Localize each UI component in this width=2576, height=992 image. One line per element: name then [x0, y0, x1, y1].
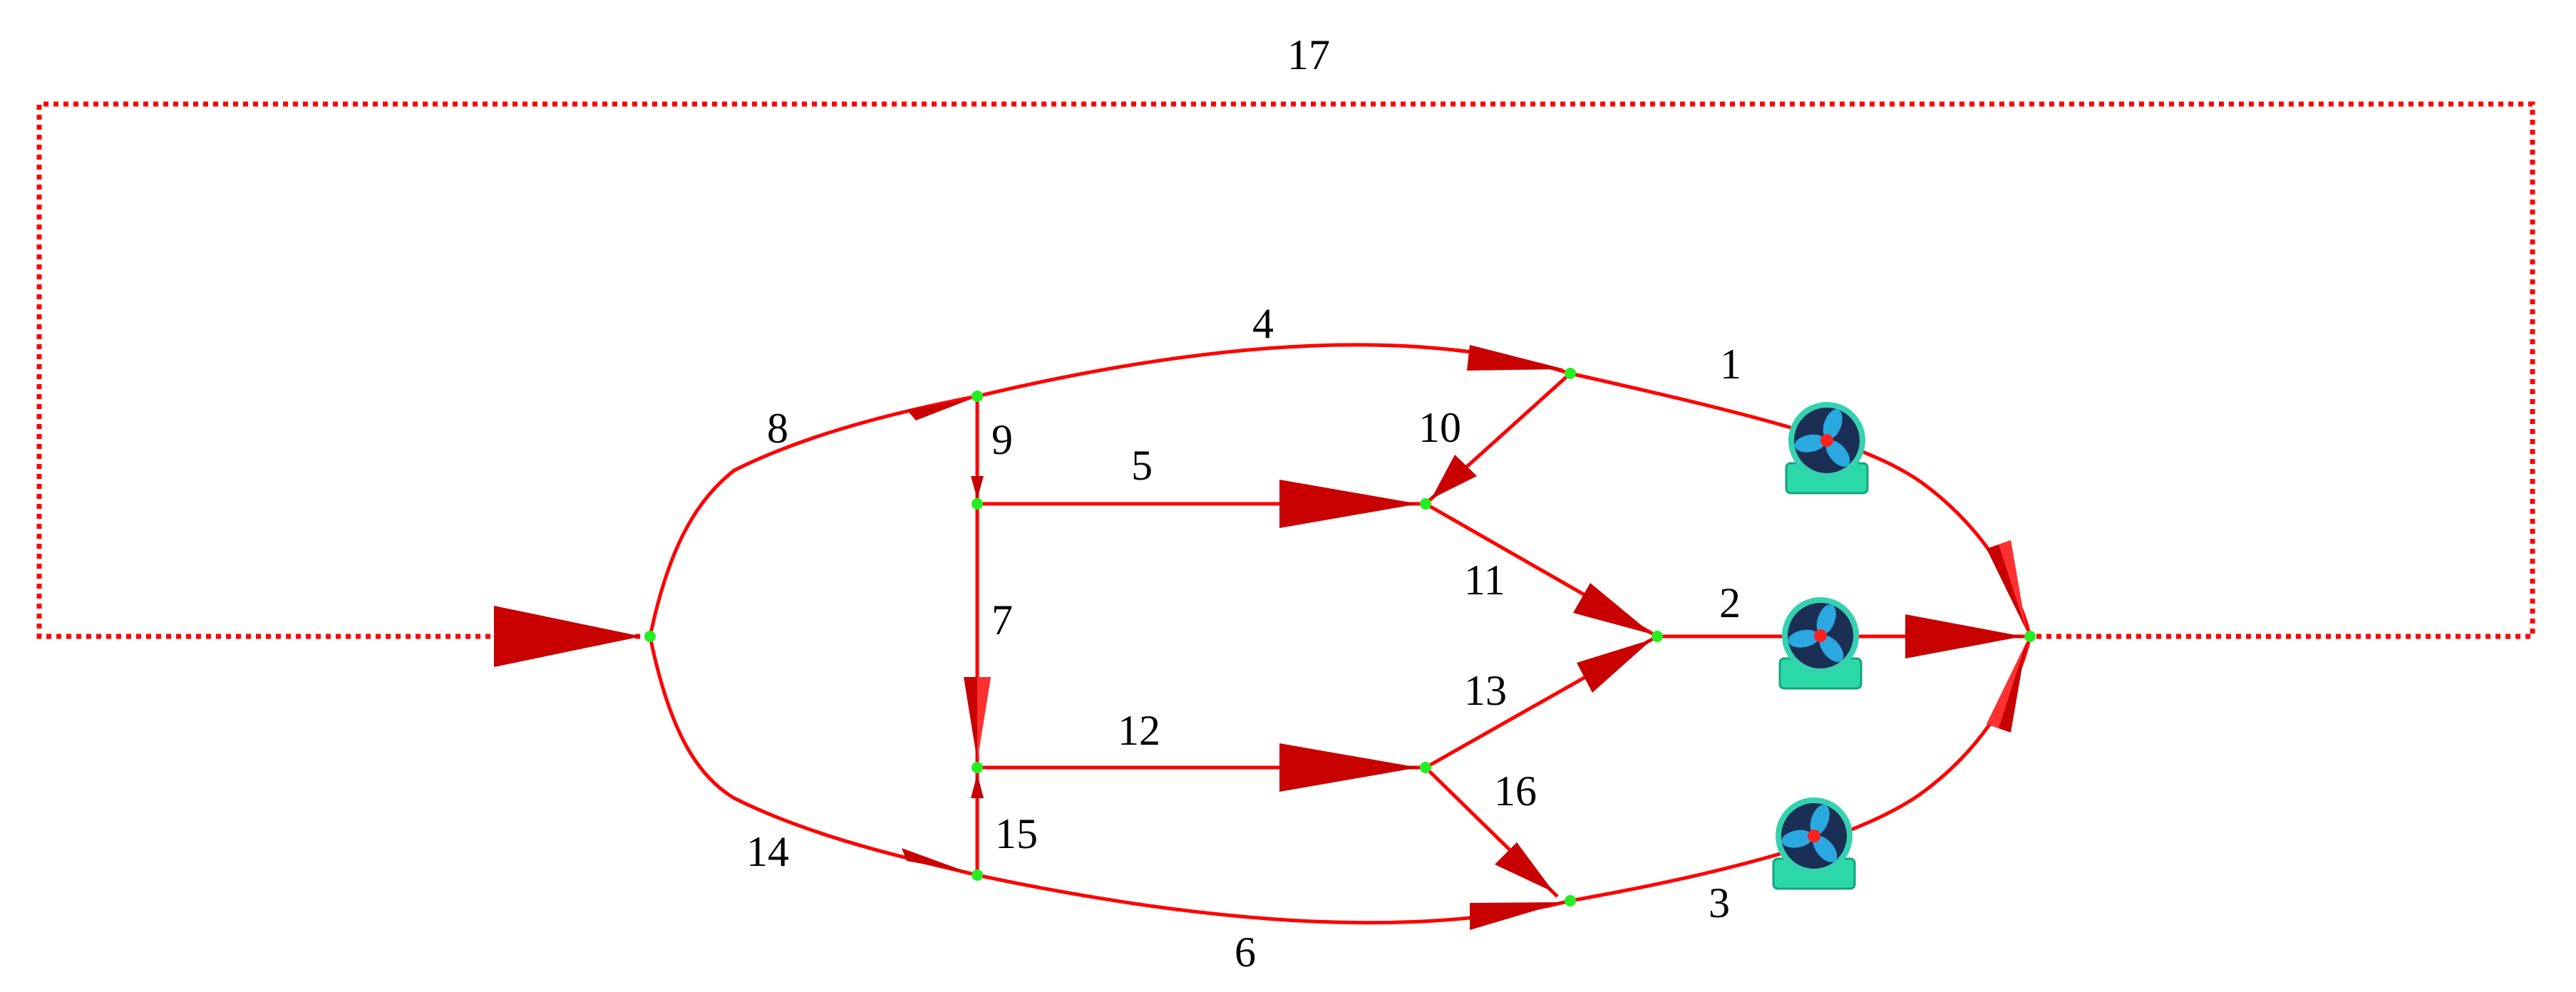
- arrow-edge-1: [1987, 540, 2026, 631]
- arrow-edge-14: [902, 848, 968, 872]
- edge-label-16: 16: [1494, 768, 1537, 815]
- arrow-edge-10: [1431, 455, 1477, 499]
- node-center-lower: [1420, 762, 1431, 773]
- edge-label-3: 3: [1709, 879, 1730, 926]
- arrow-edge-15: [971, 774, 984, 798]
- edge-label-10: 10: [1418, 404, 1461, 451]
- edge-label-4: 4: [1252, 300, 1274, 347]
- edge-17: [36, 101, 2535, 639]
- edge-label-8: 8: [767, 405, 788, 452]
- arrow-edge-12: [1279, 743, 1418, 792]
- arrow-edge-8: [907, 399, 971, 420]
- edge-8: [648, 394, 978, 637]
- arrow-edge-3-highlight: [1987, 642, 2026, 728]
- edge-label-13: 13: [1464, 667, 1507, 714]
- arrow-edge-1-highlight: [1999, 540, 2026, 631]
- edge-label-14: 14: [746, 828, 789, 875]
- node-lower-right: [1565, 895, 1576, 906]
- arrow-edge-7-highlight: [977, 677, 991, 761]
- edge-label-9: 9: [991, 416, 1013, 463]
- arrow-inflow: [494, 606, 642, 667]
- node-mid-upper-left: [972, 498, 983, 510]
- arrow-edge-11: [1573, 583, 1652, 634]
- node-inlet: [644, 631, 656, 642]
- fan-icon: [1785, 402, 1869, 495]
- fan-icon: [1772, 797, 1856, 890]
- node-lower-left: [972, 869, 983, 881]
- arrow-edge-9: [971, 476, 984, 499]
- node-outlet: [2024, 631, 2036, 642]
- edge-label-6: 6: [1235, 929, 1256, 976]
- arrow-edge-4: [1467, 345, 1565, 371]
- node-upper-left: [972, 391, 983, 402]
- edge-label-17: 17: [1287, 31, 1330, 78]
- edge-label-7: 7: [991, 596, 1013, 644]
- node-upper-right: [1565, 368, 1576, 379]
- arrow-edge-2: [1905, 614, 2023, 658]
- fan-icon: [1778, 597, 1863, 690]
- edge-label-12: 12: [1118, 707, 1160, 754]
- arrow-edge-6: [1470, 902, 1563, 930]
- arrow-edge-5: [1279, 480, 1418, 528]
- node-mid-lower-left: [972, 762, 983, 773]
- arrow-edge-16: [1495, 842, 1554, 892]
- arrow-edge-13: [1577, 639, 1652, 693]
- edge-label-15: 15: [995, 810, 1038, 857]
- node-junction-right: [1652, 631, 1663, 642]
- edge-label-11: 11: [1464, 557, 1505, 604]
- edge-14: [648, 636, 978, 877]
- edge-label-2: 2: [1719, 579, 1741, 626]
- edge-label-1: 1: [1720, 341, 1741, 388]
- edge-label-5: 5: [1131, 442, 1153, 489]
- node-center-upper: [1420, 498, 1431, 510]
